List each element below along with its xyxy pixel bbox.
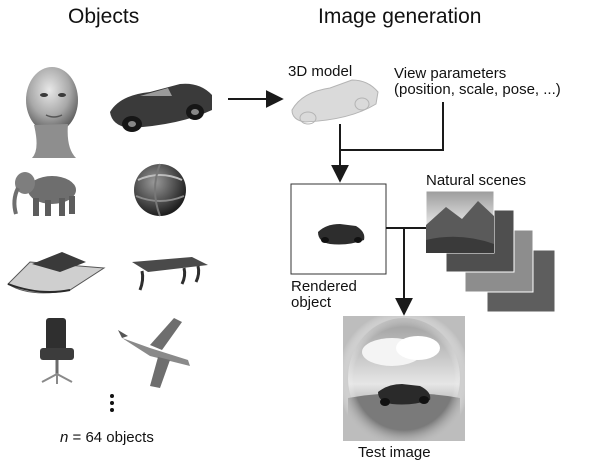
elephant-object: [12, 172, 76, 216]
more-objects-ellipsis: [110, 394, 114, 412]
object-count-label: n = 64 objects: [60, 430, 154, 446]
ball-object: [134, 163, 186, 217]
car-object: [110, 83, 212, 132]
rendered-car: [318, 224, 365, 245]
table-object: [132, 257, 208, 291]
chair-object: [40, 318, 74, 384]
test-image-label: Test image: [358, 444, 431, 461]
natural-scenes-label: Natural scenes: [426, 172, 527, 189]
natural-scenes-stack: [425, 190, 556, 313]
model-3d-label: 3D model: [288, 63, 353, 80]
params-merge-line: [340, 102, 444, 151]
object-count-rest: = 64 objects: [68, 429, 154, 446]
rendered-object-label: Rendered: [291, 278, 357, 295]
boat-object: [7, 252, 106, 294]
image-generation-header: Image generation: [318, 5, 482, 28]
test-image: [343, 316, 465, 441]
rendered-object-label-2: object: [291, 294, 332, 311]
objects-header: Objects: [68, 5, 140, 28]
model-3d-object: [291, 79, 379, 125]
object-count-n: n: [60, 429, 69, 446]
head-object: [26, 67, 78, 158]
view-parameters-detail: (position, scale, pose, ...): [394, 81, 561, 98]
view-parameters-label: View parameters: [394, 65, 507, 82]
airplane-object: [118, 318, 190, 388]
